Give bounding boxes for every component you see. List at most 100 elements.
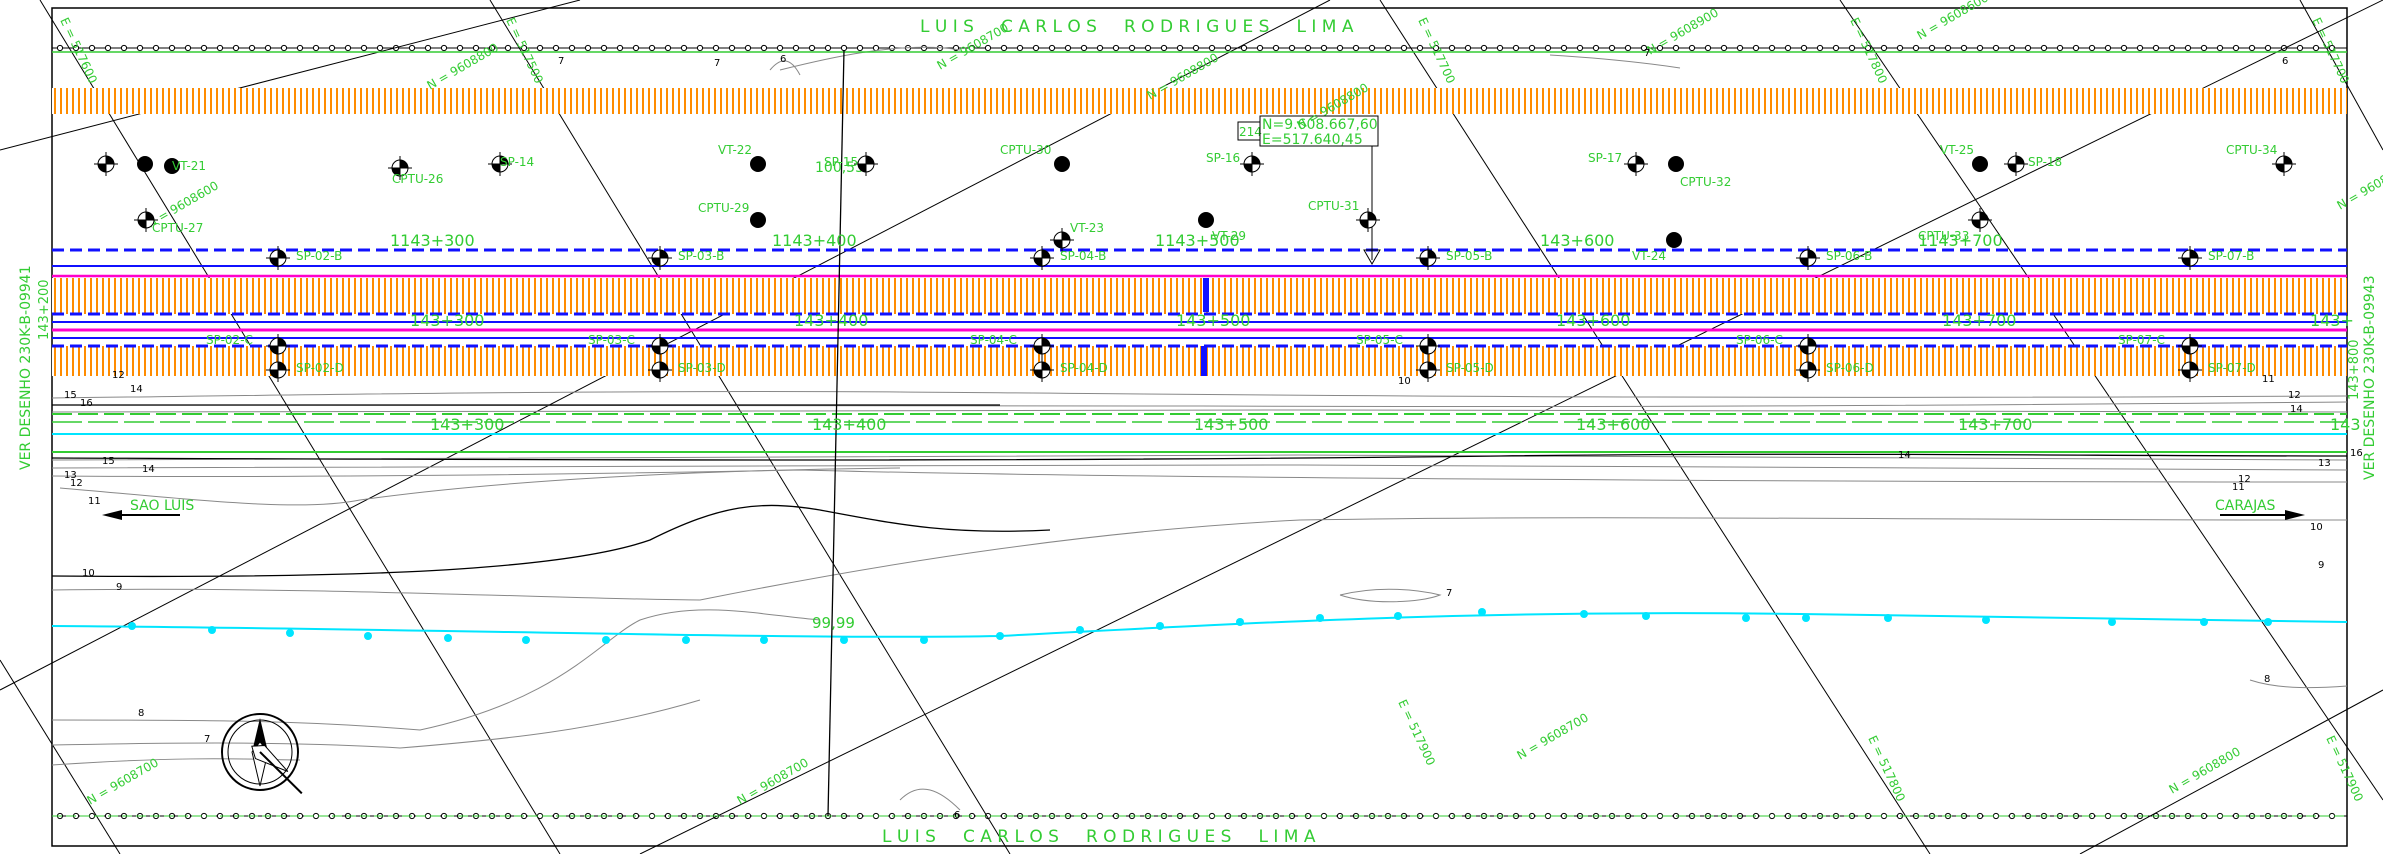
borehole-label: SP-16 [1206, 151, 1240, 165]
surveyed-point: 214 N=9.608.667,60 E=517.640,45 [1237, 115, 1381, 266]
grid-n-label: N = 9608700 [85, 755, 161, 807]
borehole-label: SP-07-C [2118, 333, 2165, 347]
contour-label: 12 [70, 478, 83, 489]
left-sheet-ref: VER DESENHO 230K-B-09941 [18, 265, 34, 470]
road-name-top: L U I S C A R L O S R O D R I G U E S L … [920, 17, 1354, 37]
contour-label: 10 [82, 568, 95, 579]
borehole-label: SP-06-B [1826, 249, 1872, 263]
borehole-label: CPTU-31 [1308, 199, 1359, 213]
borehole-quadrant-symbol [2004, 152, 2028, 176]
point-coord-e: E=517.640,45 [1262, 132, 1363, 148]
borehole-symbol [137, 156, 153, 172]
borehole-label: CPTU-30 [1000, 143, 1051, 157]
borehole-quadrant-symbol [648, 358, 672, 382]
contour-label: 7 [1446, 588, 1452, 599]
point-marker: 214 [1239, 125, 1262, 139]
borehole-quadrant-symbol [266, 358, 290, 382]
contour-label: 13 [2318, 458, 2331, 469]
borehole-quadrant-symbol [266, 334, 290, 358]
station-lower-label: 143 [2330, 415, 2361, 434]
borehole-label: SP-05-B [1446, 249, 1492, 263]
contour-label: 12 [112, 370, 125, 381]
borehole-label: SP-14 [500, 155, 534, 169]
property-boundary-top [52, 44, 2347, 52]
station-middle-label: 143+ [2310, 311, 2354, 330]
borehole-label: SP-07-D [2208, 361, 2256, 375]
borehole-quadrant-symbol [266, 246, 290, 270]
contour-label: 15 [102, 456, 115, 467]
contour-label: 7 [204, 734, 210, 745]
contour-label: 16 [2350, 448, 2363, 459]
elevation-note: 100,53 [815, 160, 864, 176]
borehole-label: SP-06-C [1736, 333, 1783, 347]
contour-label: 9 [2318, 560, 2324, 571]
borehole-label: SP-03-B [678, 249, 724, 263]
borehole-label: SP-04-D [1060, 361, 1108, 375]
borehole-quadrant-symbol [1416, 358, 1440, 382]
road-name-bottom: L U I S C A R L O S R O D R I G U E S L … [882, 827, 1316, 847]
borehole-symbol [1666, 232, 1682, 248]
station-lower-label: 143+400 [812, 415, 886, 434]
borehole-quadrant-symbol [1030, 334, 1054, 358]
borehole-symbol [1972, 156, 1988, 172]
borehole-quadrant-symbol [1416, 246, 1440, 270]
borehole-label: VT-25 [1940, 143, 1974, 157]
borehole-quadrant-symbol [648, 334, 672, 358]
bridge-marker-lower [1201, 346, 1207, 376]
dimension-line [827, 49, 845, 817]
borehole-label: SP-04-C [970, 333, 1017, 347]
borehole-quadrant-symbol [1624, 152, 1648, 176]
right-station-ref: 143+800 [2347, 339, 2362, 400]
contour-label: 11 [2262, 374, 2275, 385]
station-lower-label: 143+700 [1958, 415, 2032, 434]
contour-label: 10 [1398, 376, 1411, 387]
station-upper-label: 143+600 [1540, 231, 1614, 250]
borehole-quadrant-symbol [648, 246, 672, 270]
borehole-label: CPTU-33 [1918, 229, 1969, 243]
contour-label: 7 [714, 58, 720, 69]
borehole-quadrant-symbol [2178, 246, 2202, 270]
grid-n-label: N = 9608800 [2167, 744, 2243, 796]
grid-n-label: N = 9608900 [2335, 160, 2383, 212]
contour-label: 7 [1644, 48, 1650, 59]
borehole-symbol [1198, 212, 1214, 228]
borehole-quadrant-symbol [1030, 246, 1054, 270]
left-station-ref: 143+200 [37, 279, 52, 340]
station-middle-label: 143+700 [1942, 311, 2016, 330]
contour-lines-dark [51, 404, 2348, 578]
borehole-label: VT-24 [1632, 249, 1666, 263]
borehole-label: SP-18 [2028, 155, 2062, 169]
contour-label: 16 [80, 398, 93, 409]
borehole-label: VT-22 [718, 143, 752, 157]
borehole-label: SP-03-D [678, 361, 726, 375]
borehole-quadrant-symbol [2178, 334, 2202, 358]
borehole-quadrant-symbol [1416, 334, 1440, 358]
borehole-label: SP-17 [1588, 151, 1622, 165]
borehole-quadrant-symbol [134, 208, 158, 232]
borehole-quadrant-symbol [1030, 358, 1054, 382]
contour-label: 14 [1898, 450, 1911, 461]
borehole-quadrant-symbol [1968, 208, 1992, 232]
dimension-label: 99,99 [812, 614, 855, 632]
borehole-label: SP-07-B [2208, 249, 2254, 263]
contour-label: 14 [142, 464, 155, 475]
borehole-quadrant-symbol [1240, 152, 1264, 176]
contour-label: 11 [2232, 482, 2245, 493]
borehole-label: SP-02-C [206, 333, 253, 347]
sheet-frame [51, 7, 2348, 847]
borehole-label: CPTU-34 [2226, 143, 2277, 157]
borehole-quadrant-symbol [488, 152, 512, 176]
borehole-label: SP-02-D [296, 361, 344, 375]
borehole-label: SP-03-C [588, 333, 635, 347]
point-coord-n: N=9.608.667,60 [1262, 117, 1378, 133]
contour-label: 7 [558, 56, 564, 67]
borehole-label: VT-21 [172, 159, 206, 173]
borehole-label: VT-29 [1212, 229, 1246, 243]
embankment-bands [52, 88, 2347, 376]
borehole-quadrant-symbol [94, 152, 118, 176]
contour-label: 13 [64, 470, 77, 481]
rail-lines [51, 51, 2348, 817]
contour-label: 9 [116, 582, 122, 593]
station-lower-label: 143+600 [1576, 415, 1650, 434]
